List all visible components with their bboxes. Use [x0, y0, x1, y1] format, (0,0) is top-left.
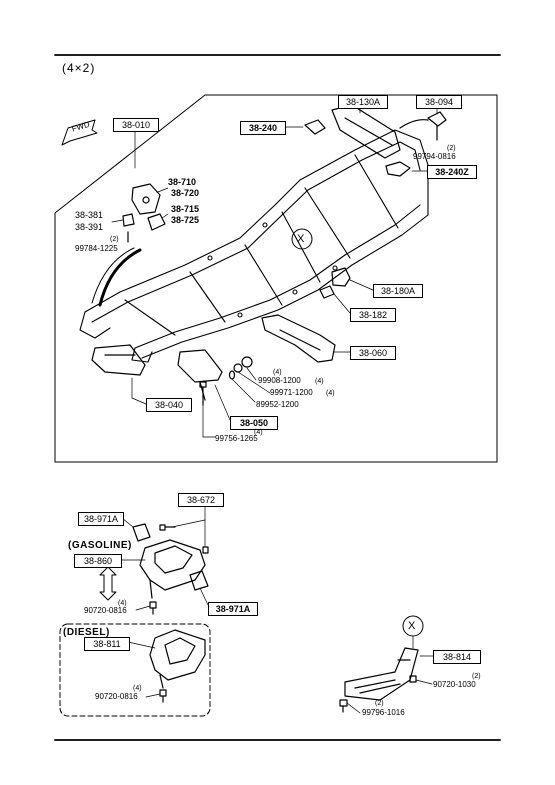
label-99908-1200[interactable]: 99908-1200: [258, 376, 301, 385]
part-38-130a-shape: [331, 104, 429, 159]
qty-99784: (2): [110, 236, 119, 243]
label-38-060[interactable]: 38-060: [350, 346, 396, 360]
washer-icon: [233, 363, 243, 373]
bolt-99796-icon: [339, 699, 348, 713]
bolt-99756-icon: [199, 381, 207, 406]
label-38-040[interactable]: 38-040: [146, 398, 192, 412]
label-38-094[interactable]: 38-094: [416, 95, 462, 109]
part-38-814-shape: [344, 647, 419, 701]
label-38-010[interactable]: 38-010: [113, 118, 159, 132]
diesel-dashed-box: [59, 623, 211, 717]
part-38-240-shape: [304, 119, 326, 135]
variant-header: (4×2): [62, 61, 96, 75]
label-38-971a-bot[interactable]: 38-971A: [208, 602, 258, 616]
nut-icon: [241, 356, 253, 368]
part-38-811-shape: [149, 629, 206, 689]
bolt-90720-1030-icon: [409, 675, 417, 683]
part-38-182-shape: [319, 285, 335, 299]
label-38-391[interactable]: 38-391: [75, 222, 104, 232]
label-90720-1030[interactable]: 90720-1030: [433, 680, 476, 689]
bolt-90720-gas-icon: [149, 601, 157, 615]
label-89952-1200[interactable]: 89952-1200: [256, 400, 299, 409]
part-38-860-shape: [139, 539, 206, 599]
part-38-381-shape: [122, 213, 135, 243]
upper-section-frame: [54, 94, 498, 463]
label-38-715[interactable]: 38-715: [171, 204, 200, 214]
label-38-814[interactable]: 38-814: [433, 650, 481, 664]
gasoline-tag: (GASOLINE): [68, 540, 132, 551]
label-38-672[interactable]: 38-672: [178, 493, 224, 507]
callout-x-bottom-label: X: [408, 620, 416, 632]
part-38-094-shape: [427, 111, 447, 141]
label-99794-0816[interactable]: 99794-0816: [413, 152, 456, 161]
label-38-381[interactable]: 38-381: [75, 210, 104, 220]
label-99756-1265[interactable]: 99756-1265: [215, 434, 258, 443]
label-99971-1200[interactable]: 99971-1200: [270, 388, 313, 397]
label-38-182[interactable]: 38-182: [350, 308, 396, 322]
qty-99971: (4): [326, 390, 335, 397]
label-38-130a[interactable]: 38-130A: [338, 95, 388, 109]
label-90720-0816-gas[interactable]: 90720-0816: [84, 606, 127, 615]
part-38-050-shape: [177, 349, 223, 401]
callout-x-circle-top: [291, 228, 313, 250]
qty-90720-d: (4): [133, 685, 142, 692]
label-99784-1225[interactable]: 99784-1225: [75, 244, 118, 253]
double-arrow-icon: [99, 566, 117, 601]
label-38-811[interactable]: 38-811: [84, 637, 130, 651]
diesel-tag: (DIESEL): [63, 627, 110, 638]
fwd-arrow-icon: [61, 119, 98, 146]
qty-99756: (4): [254, 429, 263, 436]
label-99796-1016[interactable]: 99796-1016: [362, 708, 405, 717]
label-38-240[interactable]: 38-240: [240, 121, 286, 135]
label-38-720[interactable]: 38-720: [171, 188, 200, 198]
washer-icon-2: [228, 370, 236, 380]
label-38-710[interactable]: 38-710: [168, 177, 212, 199]
callout-x-top-label: X: [297, 233, 305, 245]
part-38-060-shape: [261, 314, 336, 363]
label-90720-0816-diesel[interactable]: 90720-0816: [95, 692, 138, 701]
qty-99796: (2): [375, 700, 384, 707]
frame-assembly: [79, 129, 429, 363]
part-38-710-shape: [131, 183, 161, 215]
label-38-725[interactable]: 38-725: [171, 215, 200, 225]
label-38-180a[interactable]: 38-180A: [373, 284, 423, 298]
qty-99794: (2): [447, 145, 456, 152]
part-38-040-shape: [91, 344, 146, 376]
label-38-240z[interactable]: 38-240Z: [427, 165, 477, 179]
label-38-860[interactable]: 38-860: [74, 554, 122, 568]
qty-99908: (4): [273, 369, 282, 376]
qty-90720-g: (4): [118, 600, 127, 607]
label-38-050[interactable]: 38-050: [230, 416, 278, 430]
part-38-180a-shape: [331, 267, 351, 287]
part-38-715-shape: [147, 213, 166, 231]
part-38-971a-top-shape: [132, 523, 151, 542]
part-38-240z-shape: [385, 161, 411, 177]
bolt-90720-diesel-icon: [159, 689, 167, 703]
bumper-bar-shape: [98, 248, 142, 307]
qty-90720-1030: (2): [472, 673, 481, 680]
qty-99908-b: (4): [315, 378, 324, 385]
part-38-971a-bot-shape: [189, 570, 209, 591]
label-38-971a-top[interactable]: 38-971A: [78, 512, 124, 526]
